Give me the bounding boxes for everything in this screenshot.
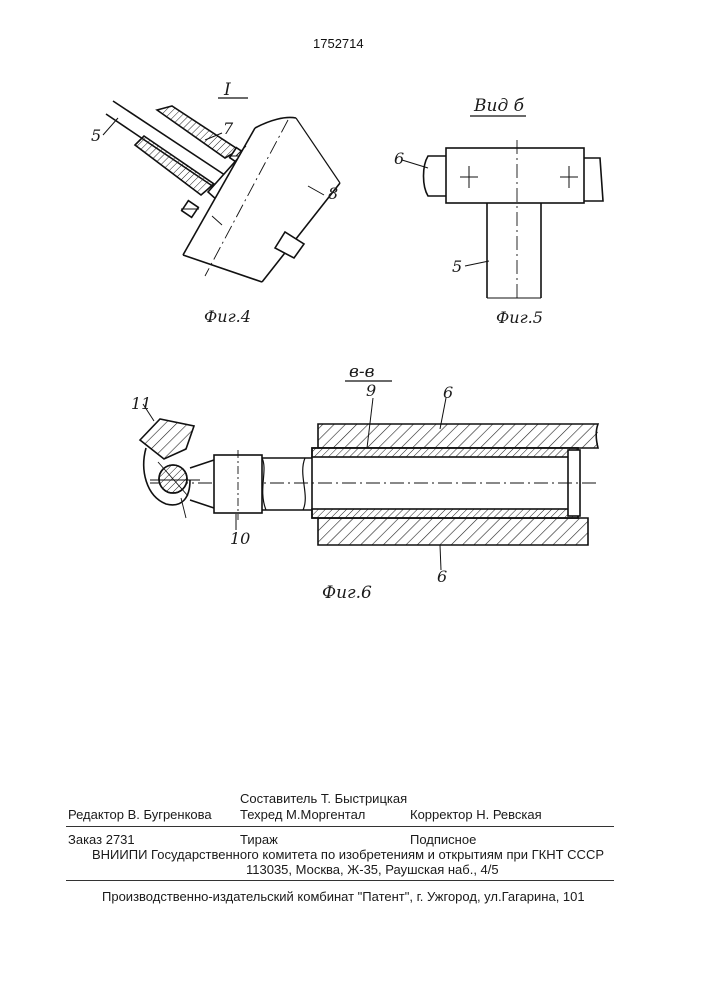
fig5-caption: Фиг.5 [496, 308, 543, 327]
fig6-label-9: 9 [366, 381, 376, 400]
imprint-circulation: Тираж [240, 832, 278, 847]
fig5-label-6: 6 [394, 149, 404, 168]
imprint-rule-middle [66, 880, 614, 881]
patent-number: 1752714 [313, 36, 364, 51]
fig6-section-title: в-в [349, 362, 375, 382]
figure-6: в-в [131, 362, 600, 603]
fig5-view-title: Вид б [473, 96, 525, 116]
imprint-proofreader: Корректор Н. Ревская [410, 807, 542, 822]
fig4-label-8: 8 [328, 184, 338, 203]
imprint-editor: Редактор В. Бугренкова [68, 807, 212, 822]
fig6-label-11: 11 [131, 394, 151, 413]
figure-5: Вид б 6 5 Фиг.5 [394, 96, 603, 327]
fig4-label-7: 7 [223, 119, 234, 138]
imprint-publisher: Производственно-издательский комбинат "П… [102, 889, 585, 904]
fig6-label-6-top: 6 [443, 383, 453, 402]
imprint-rule-top [66, 826, 614, 827]
fig4-section-mark: I [223, 80, 231, 100]
fig4-label-5: 5 [91, 126, 101, 145]
imprint-compiler: Составитель Т. Быстрицкая [240, 791, 407, 806]
imprint-organization: ВНИИПИ Государственного комитета по изоб… [92, 847, 604, 862]
imprint-address: 113035, Москва, Ж-35, Раушская наб., 4/5 [246, 862, 499, 877]
imprint-subscription: Подписное [410, 832, 476, 847]
figure-4: I 5 7 [91, 80, 340, 326]
imprint-order: Заказ 2731 [68, 832, 135, 847]
fig6-label-10: 10 [230, 529, 250, 548]
imprint-tech-editor: Техред М.Моргентал [240, 807, 365, 822]
fig6-label-6-bottom: 6 [437, 567, 447, 586]
fig5-label-5: 5 [452, 257, 462, 276]
fig6-caption: Фиг.6 [322, 583, 372, 603]
fig4-caption: Фиг.4 [204, 307, 251, 326]
